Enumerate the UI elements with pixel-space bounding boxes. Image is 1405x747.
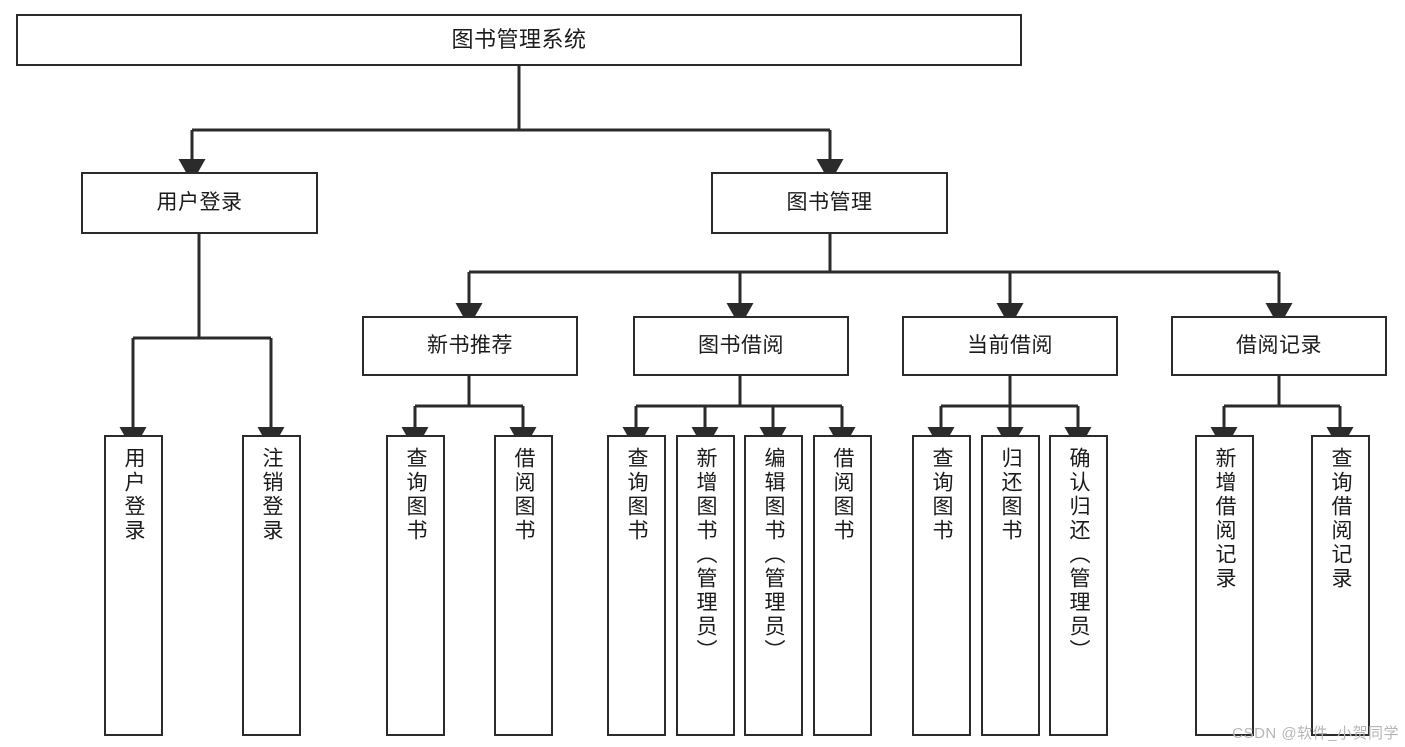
node-label: 当前借阅 [967,333,1053,357]
node-label: 图书管理 [786,190,873,214]
node-label: 用户登录 [156,190,243,214]
node-label: 归还图书 [999,447,1022,543]
node-label: 新书推荐 [427,333,513,357]
node-label: 借阅记录 [1236,333,1322,357]
leaf-borrow-book-recommend[interactable]: 借阅图书 [494,435,553,736]
node-label: 查询图书 [404,447,427,543]
leaf-query-book-current[interactable]: 查询图书 [912,435,971,736]
leaf-edit-book-admin[interactable]: 编辑图书（管理员） [744,435,803,736]
node-label: 借阅图书 [831,447,854,543]
node-label: 确认归还（管理员） [1067,447,1090,663]
leaf-user-logout[interactable]: 注销登录 [242,435,301,736]
node-label: 查询图书 [625,447,648,543]
node-label: 图书借阅 [698,333,784,357]
node-label: 新增借阅记录 [1213,447,1236,591]
node-new-book-recommend[interactable]: 新书推荐 [362,316,578,376]
node-borrow-record[interactable]: 借阅记录 [1171,316,1387,376]
leaf-borrow-book-borrow[interactable]: 借阅图书 [813,435,872,736]
node-label: 查询借阅记录 [1329,447,1352,591]
leaf-user-login[interactable]: 用户登录 [104,435,163,736]
node-book-management[interactable]: 图书管理 [711,172,948,234]
leaf-query-borrow-record[interactable]: 查询借阅记录 [1311,435,1370,736]
node-current-borrow[interactable]: 当前借阅 [902,316,1118,376]
leaf-add-borrow-record[interactable]: 新增借阅记录 [1195,435,1254,736]
leaf-query-book-recommend[interactable]: 查询图书 [386,435,445,736]
leaf-confirm-return-admin[interactable]: 确认归还（管理员） [1049,435,1108,736]
node-label: 用户登录 [122,447,145,543]
leaf-return-book[interactable]: 归还图书 [981,435,1040,736]
node-book-borrow[interactable]: 图书借阅 [633,316,849,376]
node-label: 编辑图书（管理员） [762,447,785,663]
node-label: 查询图书 [930,447,953,543]
node-label: 图书管理系统 [451,27,587,53]
node-label: 新增图书（管理员） [694,447,717,663]
node-user-login[interactable]: 用户登录 [81,172,318,234]
leaf-add-book-admin[interactable]: 新增图书（管理员） [676,435,735,736]
node-label: 注销登录 [260,447,283,543]
node-root-system[interactable]: 图书管理系统 [16,14,1022,66]
node-label: 借阅图书 [512,447,535,543]
watermark: CSDN @软件_小贺同学 [1232,725,1399,742]
leaf-query-book-borrow[interactable]: 查询图书 [607,435,666,736]
